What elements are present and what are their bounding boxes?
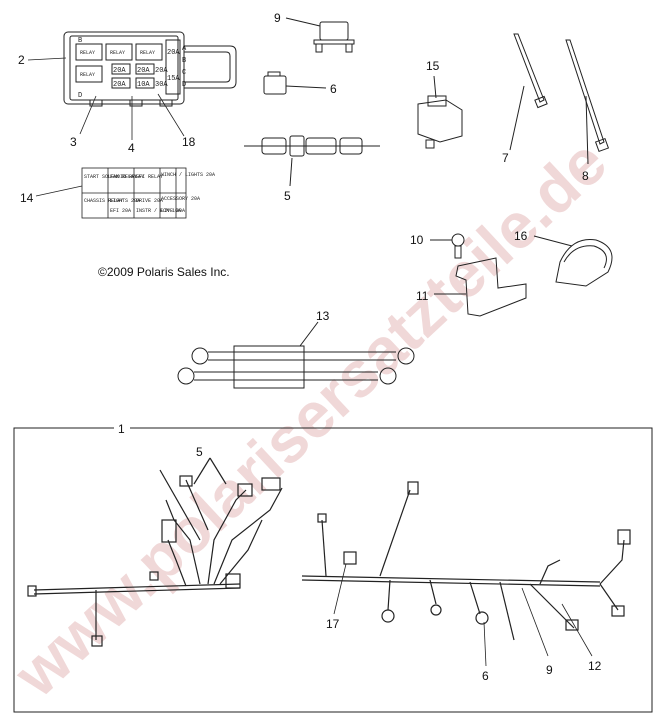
label-cell-3: EFI RELAY <box>136 174 163 180</box>
harness-left <box>27 457 283 647</box>
circuit-breaker <box>285 17 355 53</box>
relay-label-3: RELAY <box>140 50 155 56</box>
callout-9-top: 9 <box>274 11 281 25</box>
label-cell-5: CHASSIS RELAY <box>84 198 123 204</box>
callout-13: 13 <box>316 309 330 323</box>
callout-16: 16 <box>514 229 528 243</box>
connector-6 <box>263 71 327 95</box>
battery-cables <box>177 321 415 389</box>
fuse-label-14 <box>35 167 187 219</box>
bracket-assembly <box>430 233 527 317</box>
relay-label-2: RELAY <box>110 50 125 56</box>
sensor-15 <box>417 75 463 149</box>
callout-5-top: 5 <box>284 189 291 203</box>
callout-9-harness: 9 <box>546 663 553 677</box>
fuse-box-leaders <box>27 57 185 140</box>
label-cell-2: FAN RELAY <box>110 174 137 180</box>
callout-10: 10 <box>410 233 424 247</box>
label-cell-7: DRIVE 20A <box>136 198 163 204</box>
label-cell-12: LIVE 30A <box>161 208 185 214</box>
fuse-letter-d: D <box>182 81 186 89</box>
callout-6-top: 6 <box>330 82 337 96</box>
callout-5-harness: 5 <box>196 445 203 459</box>
callout-18: 18 <box>182 135 196 149</box>
callout-7: 7 <box>502 151 509 165</box>
fuse-bottom-3: 30A <box>155 81 168 89</box>
fuse-top-2: 20A <box>137 67 150 75</box>
callout-4: 4 <box>128 141 135 155</box>
label-cell-11: INSTR / ECM 10A <box>136 208 181 214</box>
fuse-side-1: 20A <box>167 49 180 57</box>
callout-3: 3 <box>70 135 77 149</box>
label-cell-4: WINCH / LIGHTS 20A <box>161 172 215 178</box>
label-cell-10: EFI 20A <box>110 208 131 214</box>
callout-8: 8 <box>582 169 589 183</box>
callout-6-harness: 6 <box>482 669 489 683</box>
clamp-16 <box>533 235 613 287</box>
fuse-bottom-2: 10A <box>137 81 150 89</box>
fuse-box <box>63 31 237 107</box>
fuse-side-letter-d: D <box>78 92 82 100</box>
copyright-text: ©2009 Polaris Sales Inc. <box>98 265 230 279</box>
callout-1: 1 <box>118 422 125 436</box>
fuse-letter-c: C <box>182 69 186 77</box>
fuse-top-1: 20A <box>113 67 126 75</box>
cable-ties <box>509 33 610 165</box>
fuse-top-3: 20A <box>155 67 168 75</box>
callout-14: 14 <box>20 191 34 205</box>
fuse-side-letter-b: B <box>78 37 82 45</box>
label-cell-8: ACCESSORY 20A <box>161 196 200 202</box>
fuse-side-2: 15A <box>167 75 180 83</box>
callout-12: 12 <box>588 659 602 673</box>
callout-2: 2 <box>18 53 25 67</box>
relay-label-1: RELAY <box>80 50 95 56</box>
harness-frame <box>13 427 653 713</box>
fuse-holder <box>244 135 380 187</box>
fuse-bottom-1: 20A <box>113 81 126 89</box>
callout-11: 11 <box>416 289 429 303</box>
watermark-text: www.polarisersatzteile.de <box>0 126 620 711</box>
relay-label-4: RELAY <box>80 72 95 78</box>
callout-17: 17 <box>326 617 340 631</box>
harness-leaders <box>333 563 593 667</box>
label-cell-6: LIGHTS 20A <box>110 198 140 204</box>
fuse-letter-b: B <box>182 57 186 65</box>
harness-right <box>301 481 631 641</box>
fuse-letter-a: A <box>182 45 187 53</box>
label-cell-1: START SOLENOID RELAY <box>84 174 144 180</box>
callout-15: 15 <box>426 59 440 73</box>
